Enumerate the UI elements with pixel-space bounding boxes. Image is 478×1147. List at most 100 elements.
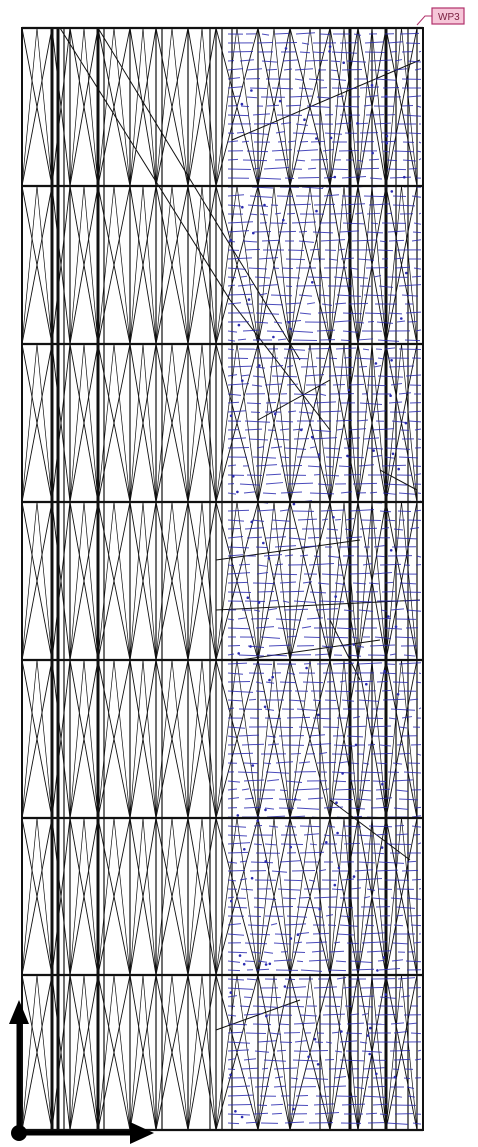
annotation-node [307,1055,310,1059]
annotation-mark [369,177,383,180]
brace-diagonal [329,185,345,345]
annotation-mark [279,681,297,684]
annotation-mark [296,960,304,963]
brace-diagonal [257,659,291,819]
annotation-mark [239,1005,250,1008]
annotation-mark [343,609,354,612]
annotation-mark [407,1022,418,1025]
brace-diagonal [289,185,311,345]
annotation-mark [237,617,247,620]
brace-diagonal [171,817,189,976]
annotation-mark [311,437,338,440]
brace-diagonal [97,501,131,661]
annotation-mark [386,159,398,162]
brace-diagonal [69,27,85,187]
annotation-mark [227,114,250,117]
annotation-mark [414,509,422,512]
annotation-mark [317,311,337,314]
annotation-mark [227,527,241,530]
annotation-node [391,452,395,456]
annotation-mark [284,554,294,557]
annotation-mark [277,338,287,341]
annotation-mark [323,194,340,197]
annotation-mark [358,789,372,792]
annotation-mark [409,698,419,701]
annotation-mark [375,797,393,800]
annotation-mark [227,735,237,738]
annotation-node [243,848,246,851]
annotation-mark [279,590,305,593]
annotation-mark [249,195,273,198]
annotation-mark [370,455,383,458]
annotation-mark [399,582,417,585]
annotation-mark [242,159,268,162]
annotation-mark [414,806,422,809]
annotation-mark [327,969,347,972]
annotation-mark [318,600,345,603]
annotation-mark [287,482,314,485]
annotation-mark [290,1077,299,1080]
brace-diagonal [21,974,53,1131]
ucs-axis-icon[interactable] [9,1000,154,1144]
brace-diagonal [385,974,418,1131]
annotation-mark [227,492,237,495]
brace-diagonal [21,659,38,819]
annotation-mark [307,465,322,468]
annotation-mark [392,762,403,765]
brace-diagonal [289,343,311,503]
annotation-mark [406,897,422,900]
annotation-mark [342,825,362,828]
brace-diagonal [97,501,115,661]
annotation-mark [244,428,263,431]
annotation-mark [284,1121,305,1124]
brace-diagonal [385,974,402,1131]
brace-diagonal [187,343,203,503]
annotation-node [289,327,292,331]
annotation-mark [244,527,265,530]
annotation-mark [371,410,387,413]
annotation-mark [286,212,296,215]
annotation-mark [334,1050,343,1053]
annotation-mark [399,32,420,35]
annotation-mark [418,50,422,53]
annotation-mark [308,879,316,882]
annotation-mark [289,95,313,98]
annotation-mark [408,420,422,423]
annotation-mark [369,491,378,494]
annotation-mark [249,213,258,216]
annotation-mark [388,717,398,720]
annotation-mark [412,1122,422,1125]
annotation-mark [285,258,306,261]
annotation-mark [351,968,375,971]
annotation-mark [329,798,354,801]
annotation-mark [240,275,248,278]
brace-diagonal [289,501,311,661]
annotation-mark [390,50,398,53]
brace-diagonal [273,501,291,661]
annotation-mark [415,681,422,684]
brace-diagonal [171,501,189,661]
annotation-mark [373,572,393,575]
annotation-mark [298,294,313,297]
annotation-mark [293,600,317,603]
brace-diagonal [21,185,53,345]
annotation-mark [227,960,241,963]
annotation-mark [352,582,367,585]
annotation-mark [402,114,422,117]
brace-diagonal [69,817,85,976]
annotation-mark [227,1031,244,1034]
annotation-mark [240,1067,259,1070]
wp-tag[interactable]: WP3 [416,7,465,26]
annotation-mark [227,1122,240,1125]
annotation-mark [308,78,325,81]
annotation-mark [368,582,380,585]
annotation-mark [375,555,386,558]
annotation-mark [333,276,351,279]
annotation-mark [252,456,277,459]
brace-diagonal [215,343,259,503]
brace-diagonal [385,185,418,345]
annotation-mark [366,231,384,234]
annotation-mark [414,428,422,431]
annotation-mark [227,383,250,386]
